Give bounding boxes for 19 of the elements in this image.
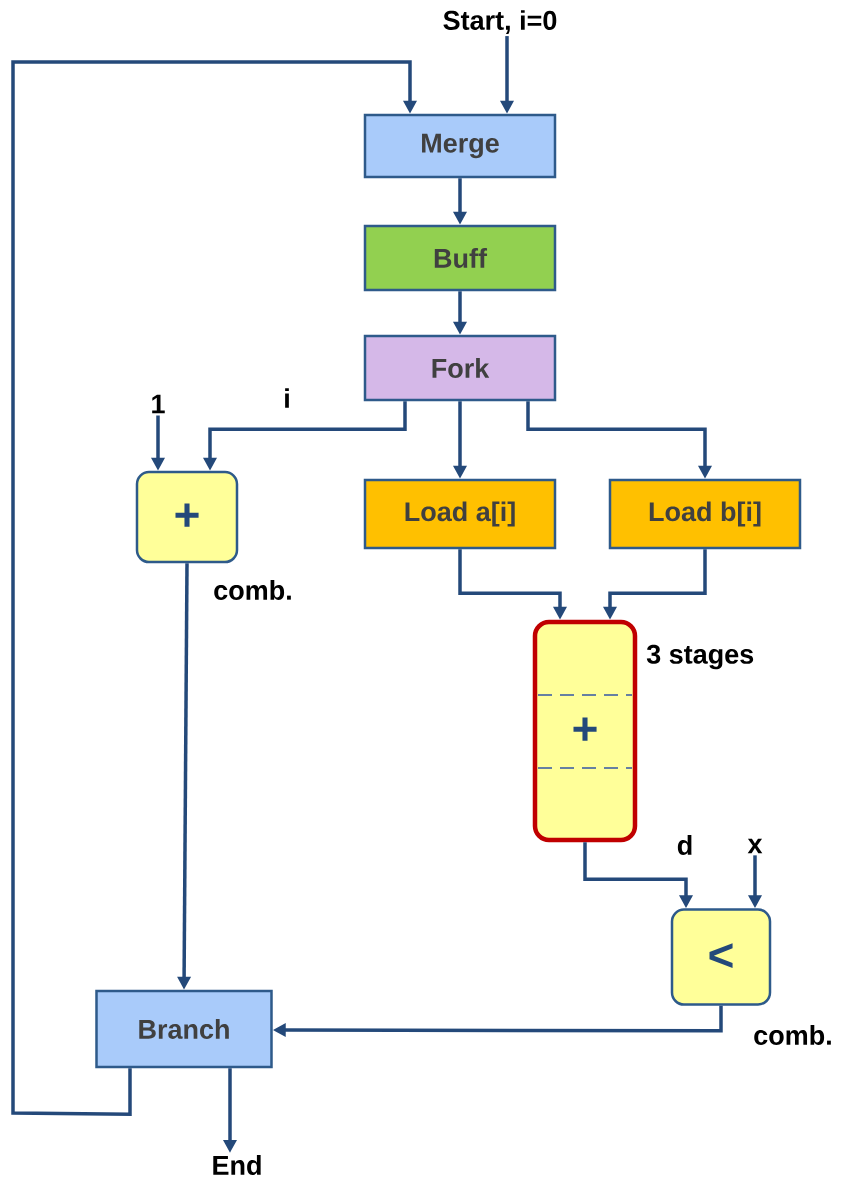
annotation: comb. xyxy=(214,580,291,600)
operator-box: + xyxy=(135,470,239,564)
process-box: Branch xyxy=(95,989,273,1069)
process-box: Merge xyxy=(363,113,557,179)
annotation: comb. xyxy=(754,1025,831,1045)
terminal-label: Start, i=0 xyxy=(443,10,557,34)
annotation: 3 stages xyxy=(646,644,754,670)
operator-box: < xyxy=(670,908,772,1006)
terminal-label: x xyxy=(747,838,763,854)
edge-label: i xyxy=(282,387,292,409)
terminal-label: 1 xyxy=(152,394,165,414)
process-box: Load a[i] xyxy=(363,478,557,550)
process-box: Fork xyxy=(363,334,557,402)
process-box: Buff xyxy=(363,224,557,292)
process-box: Load b[i] xyxy=(608,478,802,550)
terminal-label: End xyxy=(213,1155,261,1175)
pipelined-adder-box: + xyxy=(532,619,638,843)
arrow xyxy=(11,60,417,1117)
edge-label: d xyxy=(675,834,695,856)
